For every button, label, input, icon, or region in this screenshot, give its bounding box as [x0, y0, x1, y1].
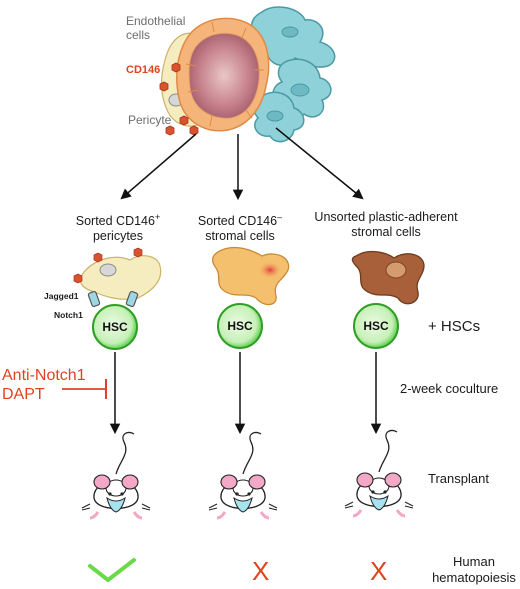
mouse-icon [343, 428, 415, 518]
column-title-line1: Sorted CD146 [197, 214, 278, 229]
cd146neg-coculture: HSC [211, 246, 290, 349]
notch1-label: Notch1 [54, 310, 83, 320]
column-title-cd146neg: Sorted CD146– stromal cells [176, 210, 304, 244]
endothelial-label-text: Endothelial cells [126, 14, 186, 42]
outcome-label: Human hematopoiesis [432, 554, 516, 585]
cd146-marker [159, 62, 199, 136]
column-title-line2: stromal cells [351, 225, 421, 239]
column-title-line1: Sorted CD146 [75, 214, 155, 229]
column-title-unsorted: Unsorted plastic-adherent stromal cells [306, 210, 466, 240]
transplant-label: Transplant [428, 471, 489, 486]
cross-icon: X [252, 556, 270, 586]
cd146-label: CD146 [126, 64, 161, 76]
column-title-line2: pericytes [92, 229, 144, 244]
hsc-cell [217, 303, 263, 349]
pericyte-coculture: HSC [73, 247, 162, 350]
cross-icon: X [370, 556, 388, 586]
arrow-to-pericytes [120, 133, 197, 200]
column-title-sup: – [277, 212, 283, 222]
column-title-line2: stromal cells [205, 229, 275, 244]
add-hscs-label: + HSCs [428, 318, 481, 335]
vessel-lumen [188, 32, 260, 119]
hsc-label: HSC [102, 320, 128, 334]
jagged1-label: Jagged1 [44, 291, 79, 301]
inhibitor-dapt: DAPT [2, 386, 45, 403]
mouse-icon [207, 430, 279, 520]
column-title-pericytes: Sorted CD146+ pericytes [44, 210, 192, 244]
column-title-line1: Unsorted plastic-adherent [314, 210, 458, 224]
check-icon [88, 558, 136, 582]
mouse-icon [80, 430, 152, 520]
hsc-cell [353, 303, 399, 349]
inhibitor-anti-notch1: Anti-Notch1 [2, 367, 86, 384]
arrow-to-unsorted [275, 127, 364, 200]
pericyte-label: Pericyte [128, 113, 172, 127]
unsorted-coculture: HSC [351, 250, 425, 349]
jagged1-notch1-contact [87, 291, 139, 307]
hsc-label: HSC [363, 319, 389, 333]
coculture-label: 2-week coculture [400, 381, 499, 396]
hsc-label: HSC [227, 319, 253, 333]
inhibitors-label: Anti-Notch1 DAPT [2, 366, 86, 404]
vessel-illustration [159, 6, 336, 143]
endothelial-label: Endothelial cells [126, 14, 192, 42]
hsc-cell [92, 304, 138, 350]
column-title-sup: + [154, 212, 161, 222]
